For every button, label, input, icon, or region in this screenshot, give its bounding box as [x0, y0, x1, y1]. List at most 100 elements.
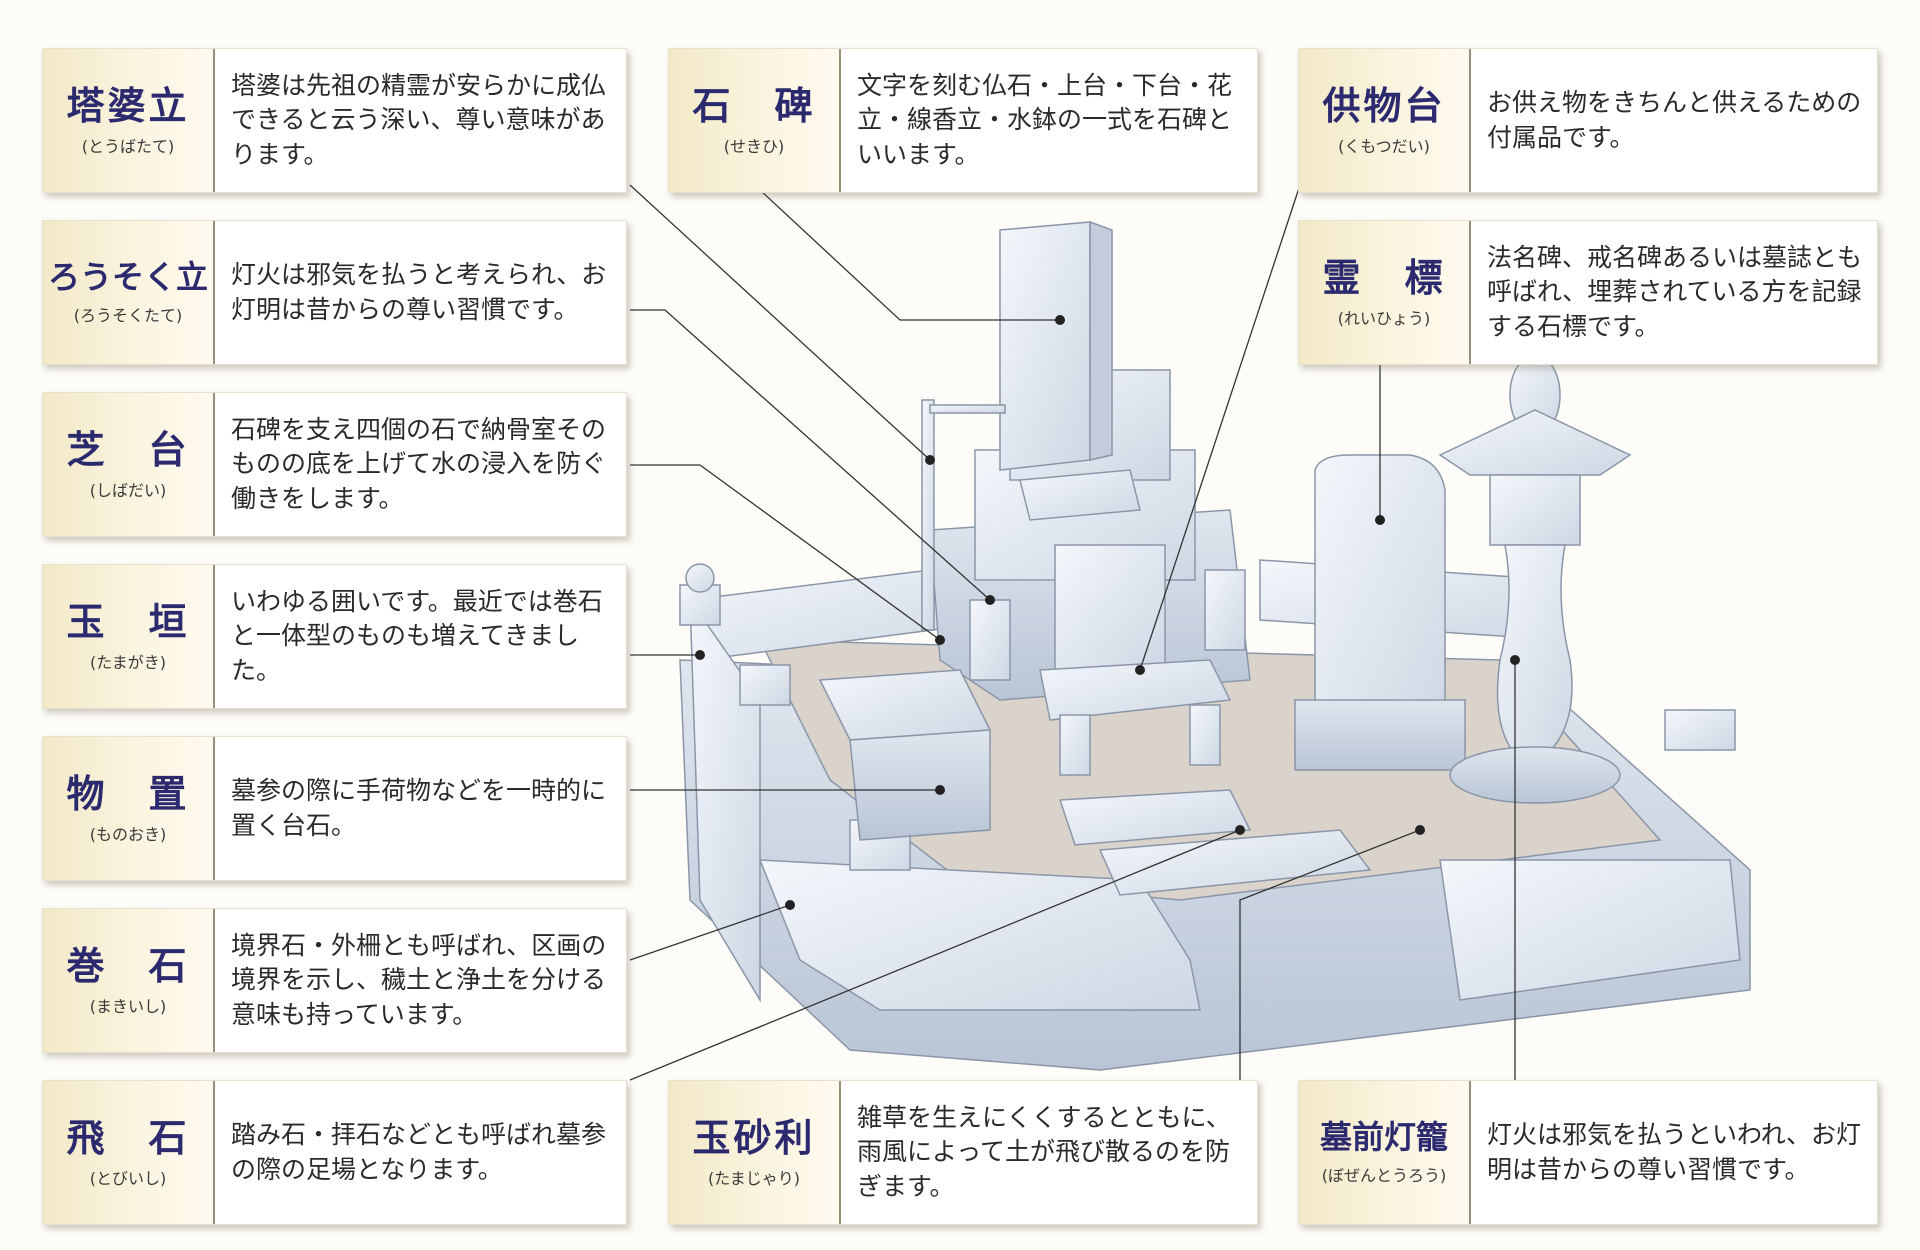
card-reading: (たまじゃり) [707, 1169, 800, 1189]
card-title-area: 玉砂利 (たまじゃり) [669, 1081, 841, 1224]
corner-post [739, 664, 791, 706]
card-title-area: 飛 石 (とびいし) [43, 1081, 215, 1224]
stepping-stone [1098, 829, 1372, 896]
offering-table-leg [1189, 704, 1221, 766]
offering-table-leg [1059, 714, 1091, 776]
candle-stand-right [1204, 569, 1246, 651]
leader-line-tobiishi [629, 829, 1241, 1081]
card-reading: (くもつだい) [1338, 137, 1430, 157]
incense-stand [1054, 544, 1166, 676]
card-description: 法名碑、戒名碑あるいは墓誌とも呼ばれ、埋葬されている方を記録する石標です。 [1471, 221, 1877, 364]
card-tamajari: 玉砂利 (たまじゃり) 雑草を生えにくくするとともに、雨風によって土が飛び散るの… [668, 1080, 1258, 1225]
card-term: 玉 垣 [66, 598, 190, 644]
card-term: 石 碑 [692, 82, 816, 128]
card-title-area: 玉 垣 (たまがき) [43, 565, 215, 708]
memorial-tablet-base [1294, 699, 1466, 771]
water-bowl [1019, 469, 1141, 521]
left-wall [689, 597, 761, 1003]
card-term: 供物台 [1322, 82, 1446, 128]
storage-stone-front [849, 729, 991, 841]
card-tobiishi: 飛 石 (とびいし) 踏み石・拝石などとも呼ばれ墓参の際の足場となります。 [42, 1080, 627, 1225]
card-description: 石碑を支え四個の石で納骨室そのものの底を上げて水の浸入を防ぐ働きをします。 [215, 393, 626, 536]
leader-line-tamajari [1239, 829, 1421, 1080]
card-title-area: 供物台 (くもつだい) [1299, 49, 1471, 192]
leader-lines [629, 184, 1516, 1081]
leader-line-makiishi [629, 904, 791, 961]
card-title-area: 石 碑 (せきひ) [669, 49, 841, 192]
card-term: 塔婆立 [66, 82, 190, 128]
card-reading: (とうばたて) [81, 137, 175, 157]
card-reading: (とびいし) [89, 1169, 167, 1189]
card-sekihi: 石 碑 (せきひ) 文字を刻む仏石・上台・下台・花立・線香立・水鉢の一式を石碑と… [668, 48, 1258, 193]
storage-stone [818, 669, 992, 741]
card-reading: (せきひ) [723, 137, 785, 157]
card-monooki: 物 置 (ものおき) 墓参の際に手荷物などを一時的に置く台石。 [42, 736, 627, 881]
tower-pole [921, 399, 935, 631]
card-title-area: 墓前灯籠 (ぼぜんとうろう) [1299, 1081, 1471, 1224]
leader-line-kumotsudai [1139, 184, 1301, 671]
card-description-text: 雑草を生えにくくするとともに、雨風によって土が飛び散るのを防ぎます。 [857, 1102, 1231, 1201]
card-term: 巻 石 [66, 942, 190, 988]
card-term: 玉砂利 [692, 1114, 816, 1160]
lantern-pillar [1496, 544, 1573, 761]
leader-line-shibadai [630, 464, 941, 641]
lantern-base [1449, 746, 1621, 804]
card-reihyou: 霊 標 (れいひょう) 法名碑、戒名碑あるいは墓誌とも呼ばれ、埋葬されている方を… [1298, 220, 1878, 365]
card-title-area: 物 置 (ものおき) [43, 737, 215, 880]
card-description: 灯火は邪気を払うと考えられ、お灯明は昔からの尊い習慣です。 [215, 221, 626, 364]
card-description-text: 境界石・外柵とも呼ばれ、区画の境界を示し、穢土と浄土を分ける意味も持っています。 [231, 930, 607, 1029]
card-reading: (しばだい) [89, 481, 167, 501]
card-tamagaki: 玉 垣 (たまがき) いわゆる囲いです。最近では巻石と一体型のものも増えてきまし… [42, 564, 627, 709]
card-title-area: 霊 標 (れいひょう) [1299, 221, 1471, 364]
card-description: 境界石・外柵とも呼ばれ、区画の境界を示し、穢土と浄土を分ける意味も持っています。 [215, 909, 626, 1052]
card-description-text: 塔婆は先祖の精霊が安らかに成仏できると云う深い、尊い意味があります。 [231, 70, 607, 169]
card-description: 墓参の際に手荷物などを一時的に置く台石。 [215, 737, 626, 880]
card-reading: (ぼぜんとうろう) [1321, 1165, 1447, 1185]
corner-post [1664, 709, 1736, 751]
card-description-text: 墓参の際に手荷物などを一時的に置く台石。 [231, 776, 607, 840]
card-description: いわゆる囲いです。最近では巻石と一体型のものも増えてきました。 [215, 565, 626, 708]
card-description-text: お供え物をきちんと供えるための付属品です。 [1487, 88, 1862, 152]
card-description: 塔婆は先祖の精霊が安らかに成仏できると云う深い、尊い意味があります。 [215, 49, 626, 192]
card-reading: (ろうそくたて) [73, 305, 183, 325]
card-reading: (まきいし) [89, 997, 167, 1017]
offering-table [1039, 659, 1232, 721]
card-term: ろうそく立 [48, 258, 209, 297]
candle-stand-left [969, 599, 1011, 681]
leader-line-rousokutate [630, 309, 991, 601]
card-description: 雑草を生えにくくするとともに、雨風によって土が飛び散るのを防ぎます。 [841, 1081, 1257, 1224]
card-term: 墓前灯籠 [1319, 1118, 1448, 1157]
card-title-area: ろうそく立 (ろうそくたて) [43, 221, 215, 364]
main-stone-side [1089, 220, 1113, 461]
card-description: 文字を刻む仏石・上台・下台・花立・線香立・水鉢の一式を石碑といいます。 [841, 49, 1257, 192]
card-description-text: 石碑を支え四個の石で納骨室そのものの底を上げて水の浸入を防ぐ働きをします。 [231, 414, 607, 513]
card-reading: (れいひょう) [1337, 309, 1431, 329]
card-description-text: 法名碑、戒名碑あるいは墓誌とも呼ばれ、埋葬されている方を記録する石標です。 [1487, 242, 1863, 341]
lantern-light-box [1489, 474, 1581, 546]
card-term: 物 置 [66, 770, 190, 816]
card-title-area: 塔婆立 (とうばたて) [43, 49, 215, 192]
card-kumotsudai: 供物台 (くもつだい) お供え物をきちんと供えるための付属品です。 [1298, 48, 1878, 193]
grave-drawing [679, 220, 1751, 1071]
card-description-text: 文字を刻む仏石・上台・下台・花立・線香立・水鉢の一式を石碑といいます。 [857, 70, 1233, 169]
card-description: 踏み石・拝石などとも呼ばれ墓参の際の足場となります。 [215, 1081, 626, 1224]
lantern-roof [1438, 409, 1632, 476]
card-toubatate: 塔婆立 (とうばたて) 塔婆は先祖の精霊が安らかに成仏できると云う深い、尊い意味… [42, 48, 627, 193]
card-description-text: 灯火は邪気を払うといわれ、お灯明は昔からの尊い習慣です。 [1487, 1120, 1862, 1184]
card-term: 飛 石 [66, 1114, 190, 1160]
leader-line-toubatate [629, 184, 931, 461]
card-description-text: 灯火は邪気を払うと考えられ、お灯明は昔からの尊い習慣です。 [231, 260, 607, 324]
card-description: 灯火は邪気を払うといわれ、お灯明は昔からの尊い習慣です。 [1471, 1081, 1877, 1224]
card-makiishi: 巻 石 (まきいし) 境界石・外柵とも呼ばれ、区画の境界を示し、穢土と浄土を分け… [42, 908, 627, 1053]
memorial-tablet [1314, 454, 1446, 741]
leader-dots [695, 315, 1520, 910]
card-title-area: 芝 台 (しばだい) [43, 393, 215, 536]
card-shibadai: 芝 台 (しばだい) 石碑を支え四個の石で納骨室そのものの底を上げて水の浸入を防… [42, 392, 627, 537]
card-term: 霊 標 [1322, 254, 1446, 300]
card-term: 芝 台 [66, 426, 190, 472]
tower-pole-bar [929, 404, 1006, 414]
leader-line-sekihi [759, 189, 1060, 321]
card-description-text: いわゆる囲いです。最近では巻石と一体型のものも増えてきました。 [231, 586, 603, 685]
card-reading: (ものおき) [89, 825, 167, 845]
